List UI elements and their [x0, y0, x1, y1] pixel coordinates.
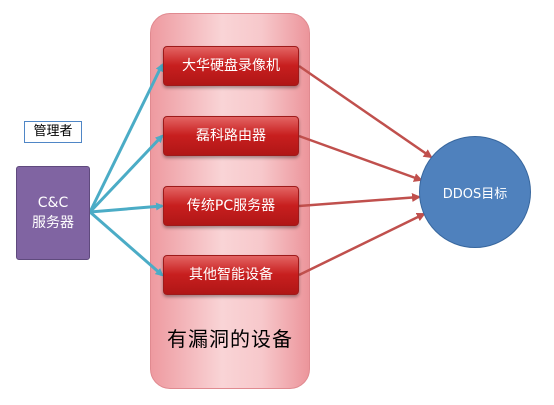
cc-server-line2: 服务器 — [32, 215, 74, 231]
attack-arrow-1 — [298, 64, 433, 159]
attack-arrow-3 — [298, 193, 421, 208]
cc-server-box: C&C 服务器 — [16, 166, 90, 260]
device-pc-server: 传统PC服务器 — [163, 186, 299, 226]
control-arrow-1 — [88, 63, 164, 213]
control-arrow-4 — [89, 210, 164, 277]
admin-label: 管理者 — [24, 121, 82, 143]
attack-arrow-4 — [298, 212, 426, 277]
attack-arrow-2 — [298, 134, 423, 182]
vulnerable-devices-label: 有漏洞的设备 — [167, 327, 293, 351]
ddos-target-circle: DDOS目标 — [419, 136, 531, 248]
ddos-target-label: DDOS目标 — [442, 186, 508, 202]
control-arrow-2 — [88, 134, 164, 214]
device-other-smart: 其他智能设备 — [163, 255, 299, 295]
cc-server-line1: C&C — [37, 195, 69, 211]
device-netcore-router: 磊科路由器 — [163, 116, 299, 156]
control-arrow-3 — [89, 202, 164, 214]
device-dahua-dvr: 大华硬盘录像机 — [163, 46, 299, 86]
